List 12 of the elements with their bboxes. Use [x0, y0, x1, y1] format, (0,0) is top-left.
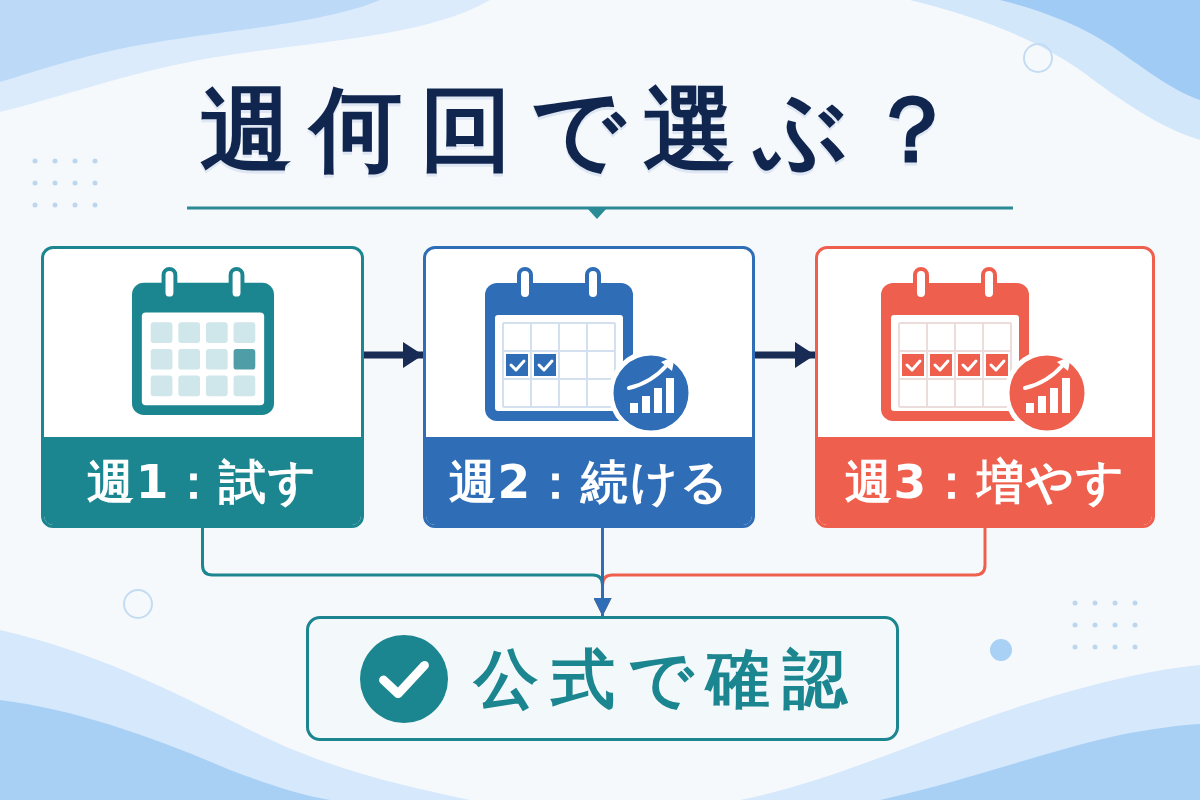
- step-card: [423, 246, 755, 528]
- result-box: [306, 616, 899, 741]
- step-label: 週1：試す: [44, 437, 361, 525]
- arrow: [364, 342, 423, 368]
- step-label: 週2：続ける: [426, 437, 752, 525]
- step-card: [815, 246, 1155, 528]
- arrow: [593, 528, 612, 616]
- arrow: [755, 342, 815, 368]
- step-card: [41, 246, 364, 528]
- step-label: 週3：増やす: [818, 437, 1152, 525]
- result-label: 公式で確認: [474, 646, 860, 711]
- title: 週何回で選ぶ？: [199, 84, 977, 176]
